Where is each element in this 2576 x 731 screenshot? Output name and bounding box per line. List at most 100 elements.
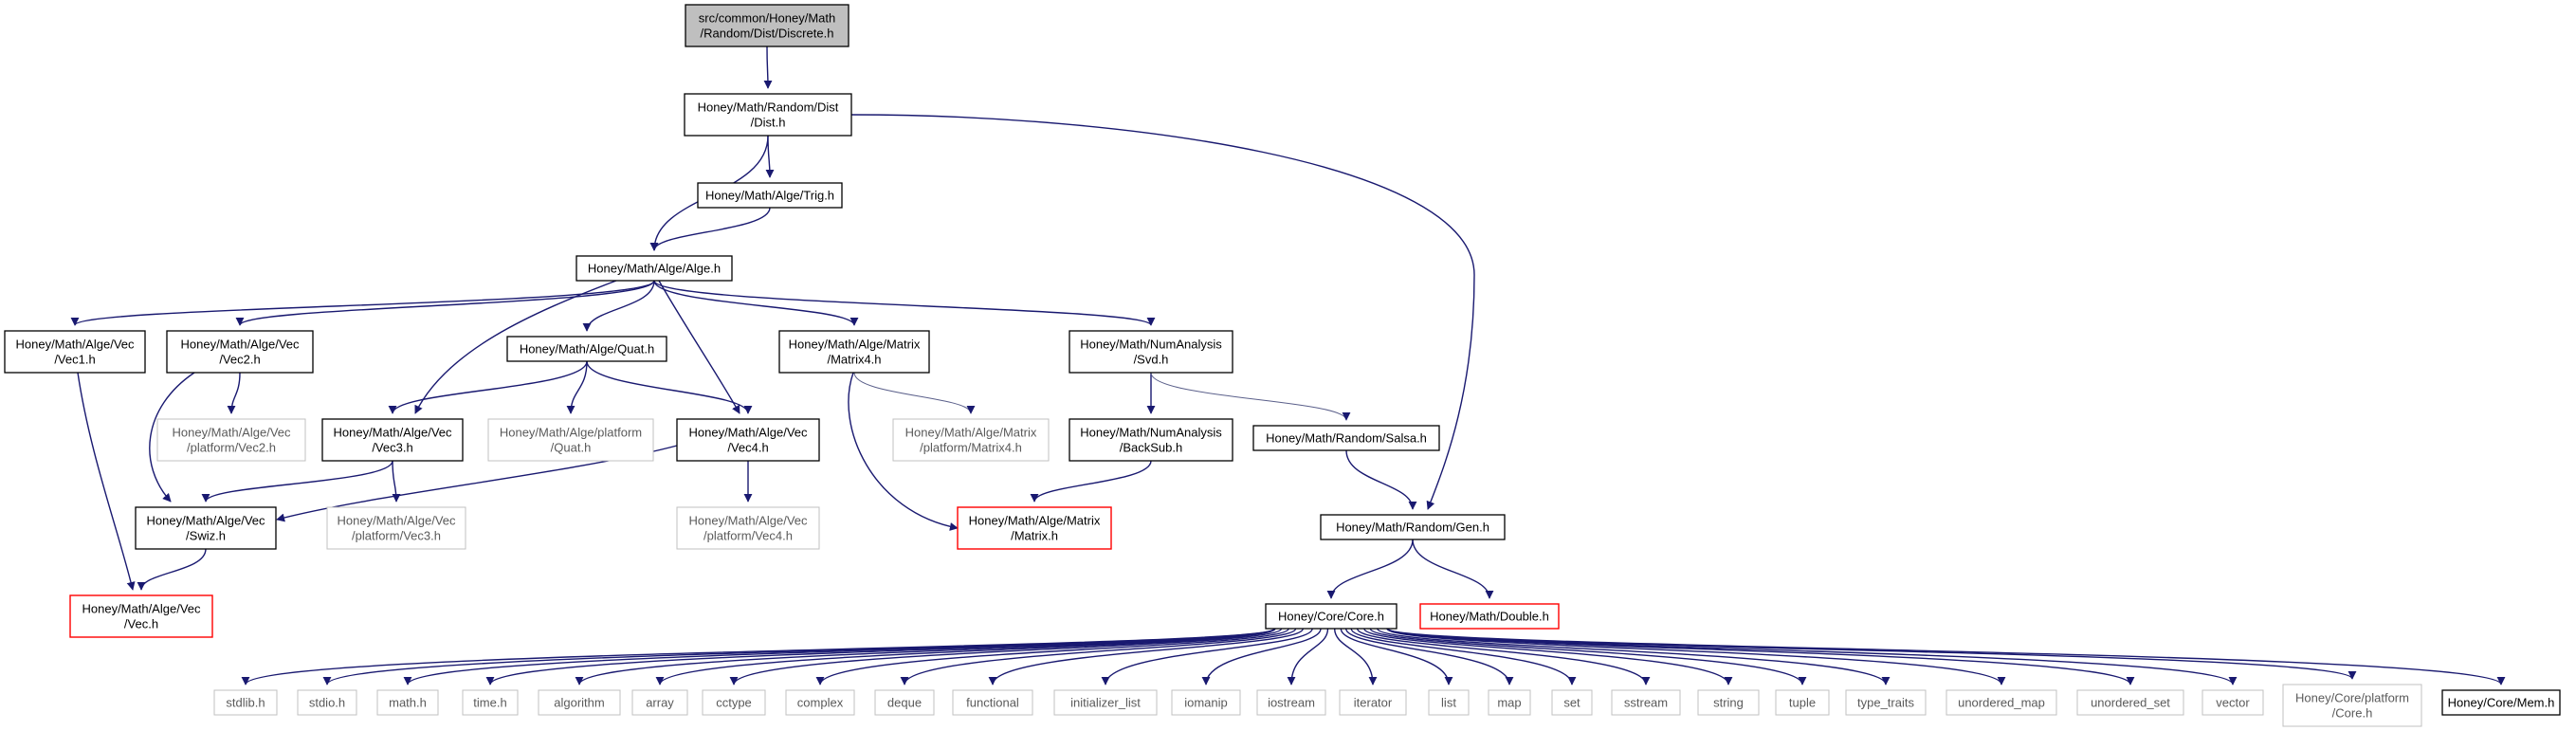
node-time[interactable]: time.h — [462, 689, 519, 716]
node-label-line: Honey/Math/Alge/Vec — [688, 426, 808, 440]
node-box — [1419, 603, 1560, 630]
node-string[interactable]: string — [1697, 689, 1760, 716]
node-pquat[interactable]: Honey/Math/Alge/platform/Quat.h — [487, 418, 654, 462]
node-set[interactable]: set — [1551, 689, 1593, 716]
edge-alge-to-vec4 — [658, 280, 740, 414]
node-cctype[interactable]: cctype — [702, 689, 766, 716]
node-box — [487, 418, 654, 462]
node-iostream[interactable]: iostream — [1256, 689, 1326, 716]
node-box — [2441, 689, 2561, 716]
node-pvec4[interactable]: Honey/Math/Alge/Vec/platform/Vec4.h — [676, 506, 820, 550]
node-vec4[interactable]: Honey/Math/Alge/Vec/Vec4.h — [676, 418, 820, 462]
node-initializer-list[interactable]: initializer_list — [1053, 689, 1158, 716]
edge-core-to-iostream — [1287, 628, 1329, 685]
edge-trig-to-alge — [649, 207, 771, 251]
node-array[interactable]: array — [631, 689, 688, 716]
node-math[interactable]: math.h — [376, 689, 439, 716]
node-list[interactable]: list — [1428, 689, 1470, 716]
node-iterator[interactable]: iterator — [1339, 689, 1407, 716]
node-label-line: stdio.h — [309, 696, 345, 710]
node-functional[interactable]: functional — [952, 689, 1033, 716]
node-tuple[interactable]: tuple — [1775, 689, 1830, 716]
edge-core-to-unordered_map — [1386, 628, 2006, 685]
node-label-line: /Vec1.h — [54, 353, 95, 367]
edge-dist-to-gen — [850, 114, 1475, 510]
node-box — [2282, 684, 2422, 727]
node-vec1[interactable]: Honey/Math/Alge/Vec/Vec1.h — [4, 330, 146, 374]
node-vec2[interactable]: Honey/Math/Alge/Vec/Vec2.h — [166, 330, 314, 374]
node-label-line: sstream — [1624, 696, 1668, 710]
node-pvec3[interactable]: Honey/Math/Alge/Vec/platform/Vec3.h — [326, 506, 466, 550]
node-matrix4[interactable]: Honey/Math/Alge/Matrix/Matrix4.h — [778, 330, 930, 374]
node-unordered-map[interactable]: unordered_map — [1946, 689, 2057, 716]
node-swiz[interactable]: Honey/Math/Alge/Vec/Swiz.h — [135, 506, 277, 550]
node-label-line: /Vec4.h — [727, 441, 768, 455]
edge-dist-to-trig — [765, 135, 775, 178]
node-stdio[interactable]: stdio.h — [297, 689, 357, 716]
node-pmatrix4[interactable]: Honey/Math/Alge/Matrix/platform/Matrix4.… — [892, 418, 1050, 462]
node-box — [135, 506, 277, 550]
edge-alge-to-vec2 — [235, 280, 655, 326]
node-stdlib[interactable]: stdlib.h — [213, 689, 278, 716]
node-quat[interactable]: Honey/Math/Alge/Quat.h — [506, 336, 667, 362]
node-core[interactable]: Honey/Core/Core.h — [1265, 603, 1398, 630]
node-label-line: Honey/Math/Double.h — [1430, 610, 1549, 624]
node-label-line: Honey/Math/NumAnalysis — [1080, 426, 1222, 440]
node-iomanip[interactable]: iomanip — [1171, 689, 1241, 716]
node-label-line: /Matrix.h — [1011, 529, 1058, 543]
node-label-line: list — [1441, 696, 1456, 710]
node-sstream[interactable]: sstream — [1611, 689, 1681, 716]
node-box — [957, 506, 1112, 550]
node-label-line: iostream — [1268, 696, 1315, 710]
node-discrete[interactable]: src/common/Honey/Math/Random/Dist/Discre… — [685, 4, 850, 47]
node-box — [1946, 689, 2057, 716]
edge-core-to-string — [1363, 628, 1733, 685]
node-double[interactable]: Honey/Math/Double.h — [1419, 603, 1560, 630]
node-box — [1069, 418, 1233, 462]
node-box — [952, 689, 1033, 716]
node-box — [462, 689, 519, 716]
node-label-line: initializer_list — [1070, 696, 1141, 710]
node-label-line: Honey/Math/Alge/platform — [500, 426, 642, 440]
node-algorithm[interactable]: algorithm — [538, 689, 621, 716]
node-label-line: deque — [887, 696, 922, 710]
node-salsa[interactable]: Honey/Math/Random/Salsa.h — [1252, 425, 1440, 451]
node-svd[interactable]: Honey/Math/NumAnalysis/Svd.h — [1069, 330, 1233, 374]
node-label-line: /Swiz.h — [186, 529, 226, 543]
node-label-line: stdlib.h — [226, 696, 265, 710]
edge-core-to-mem — [1387, 628, 2506, 685]
node-alge[interactable]: Honey/Math/Alge/Alge.h — [575, 255, 733, 282]
node-deque[interactable]: deque — [874, 689, 935, 716]
edge-core-to-iterator — [1333, 628, 1378, 685]
node-vec[interactable]: Honey/Math/Alge/Vec/Vec.h — [69, 594, 213, 638]
node-box — [1697, 689, 1760, 716]
node-label-line: /Quat.h — [551, 441, 592, 455]
node-label-line: Honey/Math/Alge/Matrix — [789, 338, 921, 352]
node-dist[interactable]: Honey/Math/Random/Dist/Dist.h — [684, 93, 852, 137]
edge-alge-to-svd — [653, 280, 1156, 326]
node-box — [1256, 689, 1326, 716]
node-matrix[interactable]: Honey/Math/Alge/Matrix/Matrix.h — [957, 506, 1112, 550]
node-complex[interactable]: complex — [785, 689, 855, 716]
node-unordered-set[interactable]: unordered_set — [2076, 689, 2184, 716]
node-label-line: math.h — [389, 696, 427, 710]
edge-core-to-iomanip — [1201, 628, 1322, 685]
node-vec3[interactable]: Honey/Math/Alge/Vec/Vec3.h — [321, 418, 464, 462]
edge-swiz-to-vec — [137, 548, 207, 591]
node-label-line: /platform/Vec2.h — [187, 441, 276, 455]
node-gen[interactable]: Honey/Math/Random/Gen.h — [1320, 514, 1506, 540]
node-backsub[interactable]: Honey/Math/NumAnalysis/BackSub.h — [1069, 418, 1233, 462]
node-box — [166, 330, 314, 374]
node-vector[interactable]: vector — [2201, 689, 2264, 716]
node-pcore[interactable]: Honey/Core/platform/Core.h — [2282, 684, 2422, 727]
node-label-line: /Vec2.h — [219, 353, 260, 367]
node-pvec2[interactable]: Honey/Math/Alge/Vec/platform/Vec2.h — [156, 418, 306, 462]
node-box — [676, 418, 820, 462]
node-box — [156, 418, 306, 462]
node-map[interactable]: map — [1488, 689, 1531, 716]
node-label-line: Honey/Math/Alge/Alge.h — [588, 262, 721, 276]
node-trig[interactable]: Honey/Math/Alge/Trig.h — [697, 182, 843, 209]
edge-gen-to-double — [1412, 539, 1494, 599]
node-mem[interactable]: Honey/Core/Mem.h — [2441, 689, 2561, 716]
node-type-traits[interactable]: type_traits — [1845, 689, 1927, 716]
